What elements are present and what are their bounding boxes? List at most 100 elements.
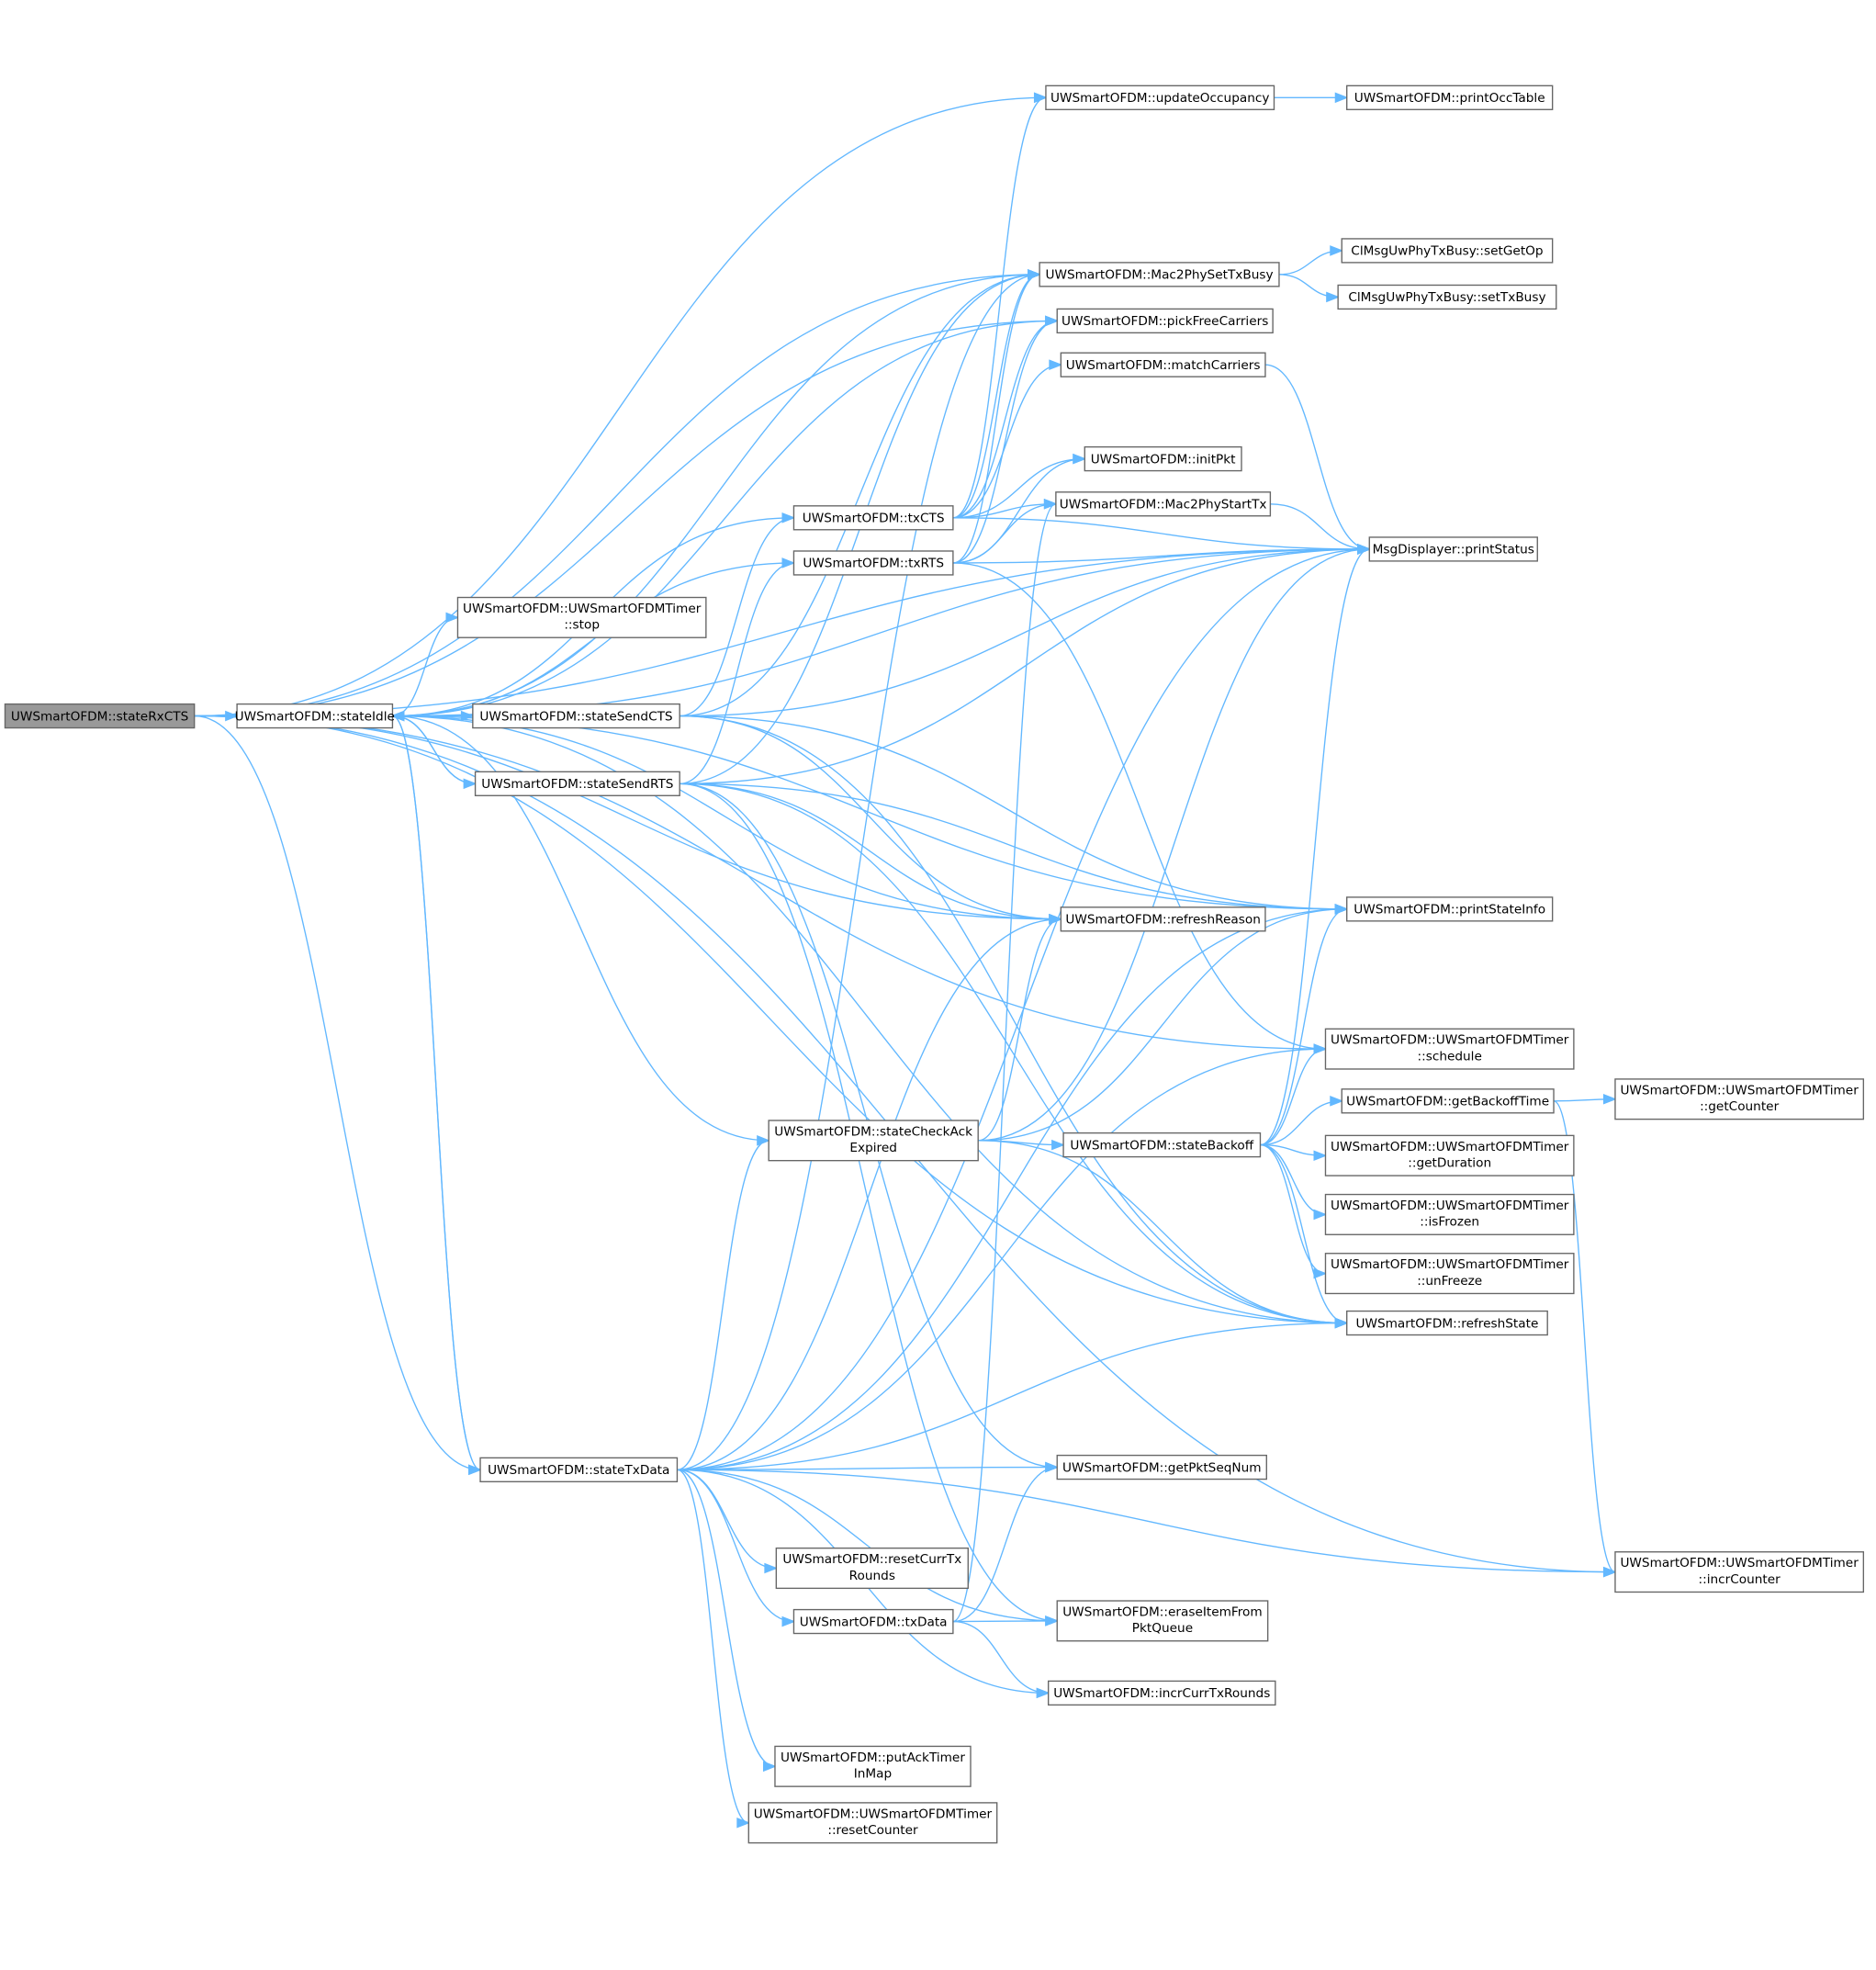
node-label: UWSmartOFDM::UWSmartOFDMTimer xyxy=(754,1807,993,1821)
node-box xyxy=(1324,1193,1575,1235)
node-is-frozen[interactable]: UWSmartOFDM::UWSmartOFDMTimer::isFrozen xyxy=(1324,1193,1575,1235)
node-box xyxy=(472,703,680,729)
node-box xyxy=(1060,906,1266,932)
edge-state-send-rts-to-refresh-state xyxy=(680,782,1347,1324)
node-box xyxy=(1060,352,1266,377)
node-set-get-op[interactable]: ClMsgUwPhyTxBusy::setGetOp xyxy=(1341,238,1554,264)
node-label: ::isFrozen xyxy=(1420,1215,1479,1230)
arrowhead-icon xyxy=(1051,1139,1065,1151)
node-label: UWSmartOFDM::printStateInfo xyxy=(1354,903,1545,917)
edge-tx-rts-to-pick-free-carriers xyxy=(952,320,1058,564)
edge-state-check-ack-expired-to-refresh-state xyxy=(978,1140,1347,1324)
node-un-freeze[interactable]: UWSmartOFDM::UWSmartOFDMTimer::unFreeze xyxy=(1324,1253,1575,1295)
node-set-tx-busy[interactable]: ClMsgUwPhyTxBusy::setTxBusy xyxy=(1337,284,1557,310)
node-state-idle[interactable]: UWSmartOFDM::stateIdle xyxy=(235,703,395,729)
node-label: UWSmartOFDM::UWSmartOFDMTimer xyxy=(1331,1140,1569,1154)
edge-state-tx-data-to-reset-curr-tx-rounds xyxy=(677,1469,777,1570)
edge-state-send-rts-to-tx-rts xyxy=(680,562,794,784)
edge-state-send-cts-to-tx-cts xyxy=(680,517,794,717)
node-tx-data[interactable]: UWSmartOFDM::txData xyxy=(792,1608,954,1635)
node-box xyxy=(1346,84,1554,110)
arrowhead-icon xyxy=(1334,1317,1349,1329)
arrowhead-icon xyxy=(1045,315,1060,327)
node-label: UWSmartOFDM::UWSmartOFDMTimer xyxy=(1331,1199,1569,1213)
node-tx-cts[interactable]: UWSmartOFDM::txCTS xyxy=(792,505,954,531)
edge-state-check-ack-expired-to-refresh-reason xyxy=(978,918,1062,1142)
node-box xyxy=(4,703,196,729)
arrowhead-icon xyxy=(1036,1687,1050,1699)
node-label: UWSmartOFDM::refreshState xyxy=(1356,1316,1539,1331)
node-box xyxy=(1346,896,1554,922)
node-box xyxy=(768,1120,979,1162)
node-stop[interactable]: UWSmartOFDM::UWSmartOFDMTimer::stop xyxy=(456,596,707,638)
edges-layer xyxy=(194,92,1617,1829)
edge-state-send-rts-to-print-state-info xyxy=(680,782,1347,910)
node-box xyxy=(1324,1253,1575,1295)
edge-state-send-rts-to-state-idle xyxy=(392,715,476,784)
node-refresh-reason[interactable]: UWSmartOFDM::refreshReason xyxy=(1060,906,1266,932)
arrowhead-icon xyxy=(764,1562,779,1574)
node-match-carriers[interactable]: UWSmartOFDM::matchCarriers xyxy=(1060,352,1266,377)
edge-state-tx-data-to-refresh-reason xyxy=(677,918,1062,1471)
node-label: InMap xyxy=(854,1767,892,1782)
node-state-tx-data[interactable]: UWSmartOFDM::stateTxData xyxy=(479,1457,679,1482)
arrowhead-icon xyxy=(1334,92,1349,104)
edge-state-rx-cts-to-mac2-phy-set-tx-busy xyxy=(194,274,1040,717)
node-label: UWSmartOFDM::UWSmartOFDMTimer xyxy=(1620,1556,1859,1570)
node-pick-free-carriers[interactable]: UWSmartOFDM::pickFreeCarriers xyxy=(1056,308,1274,334)
node-reset-counter[interactable]: UWSmartOFDM::UWSmartOFDMTimer::resetCoun… xyxy=(747,1802,998,1844)
edge-state-rx-cts-to-print-status xyxy=(194,548,1370,717)
node-state-send-cts[interactable]: UWSmartOFDM::stateSendCTS xyxy=(472,703,680,729)
node-mac2-phy-set-tx-busy[interactable]: UWSmartOFDM::Mac2PhySetTxBusy xyxy=(1039,262,1280,287)
edge-state-backoff-to-refresh-state xyxy=(1260,1143,1347,1324)
node-label: UWSmartOFDM::incrCurrTxRounds xyxy=(1053,1686,1270,1701)
edge-state-rx-cts-to-pick-free-carriers xyxy=(194,320,1058,717)
node-schedule[interactable]: UWSmartOFDM::UWSmartOFDMTimer::schedule xyxy=(1324,1028,1575,1070)
edge-state-send-cts-to-mac2-phy-set-tx-busy xyxy=(680,274,1040,717)
node-label: ::resetCounter xyxy=(827,1823,918,1838)
node-print-status[interactable]: MsgDisplayer::printStatus xyxy=(1368,536,1538,562)
arrowhead-icon xyxy=(1028,269,1042,280)
node-box xyxy=(1056,1454,1267,1480)
node-incr-curr-tx-rounds[interactable]: UWSmartOFDM::incrCurrTxRounds xyxy=(1047,1680,1276,1706)
node-get-pkt-seq-num[interactable]: UWSmartOFDM::getPktSeqNum xyxy=(1056,1454,1267,1480)
edge-tx-data-to-incr-curr-tx-rounds xyxy=(952,1620,1049,1694)
node-print-state-info[interactable]: UWSmartOFDM::printStateInfo xyxy=(1346,896,1554,922)
node-label: UWSmartOFDM::txRTS xyxy=(803,557,944,571)
node-get-backoff-time[interactable]: UWSmartOFDM::getBackoffTime xyxy=(1341,1088,1555,1114)
node-print-occ-table[interactable]: UWSmartOFDM::printOccTable xyxy=(1346,84,1554,110)
node-update-occupancy[interactable]: UWSmartOFDM::updateOccupancy xyxy=(1045,84,1275,110)
edge-state-check-ack-expired-to-print-status xyxy=(978,548,1370,1142)
node-mac2-phy-start-tx[interactable]: UWSmartOFDM::Mac2PhyStartTx xyxy=(1055,491,1272,517)
arrowhead-icon xyxy=(1313,1043,1328,1054)
arrowhead-icon xyxy=(1073,453,1087,465)
node-label: UWSmartOFDM::getBackoffTime xyxy=(1346,1095,1549,1109)
node-label: UWSmartOFDM::stateRxCTS xyxy=(11,709,188,724)
edge-state-backoff-to-print-status xyxy=(1260,548,1370,1146)
arrowhead-icon xyxy=(1033,92,1048,104)
edge-state-idle-to-pick-free-carriers xyxy=(392,320,1058,717)
node-get-duration[interactable]: UWSmartOFDM::UWSmartOFDMTimer::getDurati… xyxy=(1324,1134,1575,1176)
node-label: UWSmartOFDM::UWSmartOFDMTimer xyxy=(1331,1033,1569,1048)
node-label: UWSmartOFDM::stateSendCTS xyxy=(479,709,672,724)
node-box xyxy=(1047,1680,1276,1706)
edge-state-tx-data-to-print-state-info xyxy=(677,908,1347,1471)
node-incr-counter[interactable]: UWSmartOFDM::UWSmartOFDMTimer::incrCount… xyxy=(1614,1551,1865,1593)
node-state-send-rts[interactable]: UWSmartOFDM::stateSendRTS xyxy=(474,771,680,796)
node-box xyxy=(774,1745,972,1787)
node-init-pkt[interactable]: UWSmartOFDM::initPkt xyxy=(1084,445,1242,472)
arrowhead-icon xyxy=(1049,359,1063,370)
edge-state-rx-cts-to-update-occupancy xyxy=(194,96,1046,717)
node-state-backoff[interactable]: UWSmartOFDM::stateBackoff xyxy=(1062,1131,1262,1158)
node-state-rx-cts[interactable]: UWSmartOFDM::stateRxCTS xyxy=(4,703,196,729)
node-tx-rts[interactable]: UWSmartOFDM::txRTS xyxy=(792,550,954,576)
node-box xyxy=(1614,1078,1865,1120)
node-get-counter[interactable]: UWSmartOFDM::UWSmartOFDMTimer::getCounte… xyxy=(1614,1078,1865,1120)
node-refresh-state[interactable]: UWSmartOFDM::refreshState xyxy=(1346,1310,1548,1336)
arrowhead-icon xyxy=(1602,1093,1617,1105)
node-box xyxy=(747,1802,998,1844)
